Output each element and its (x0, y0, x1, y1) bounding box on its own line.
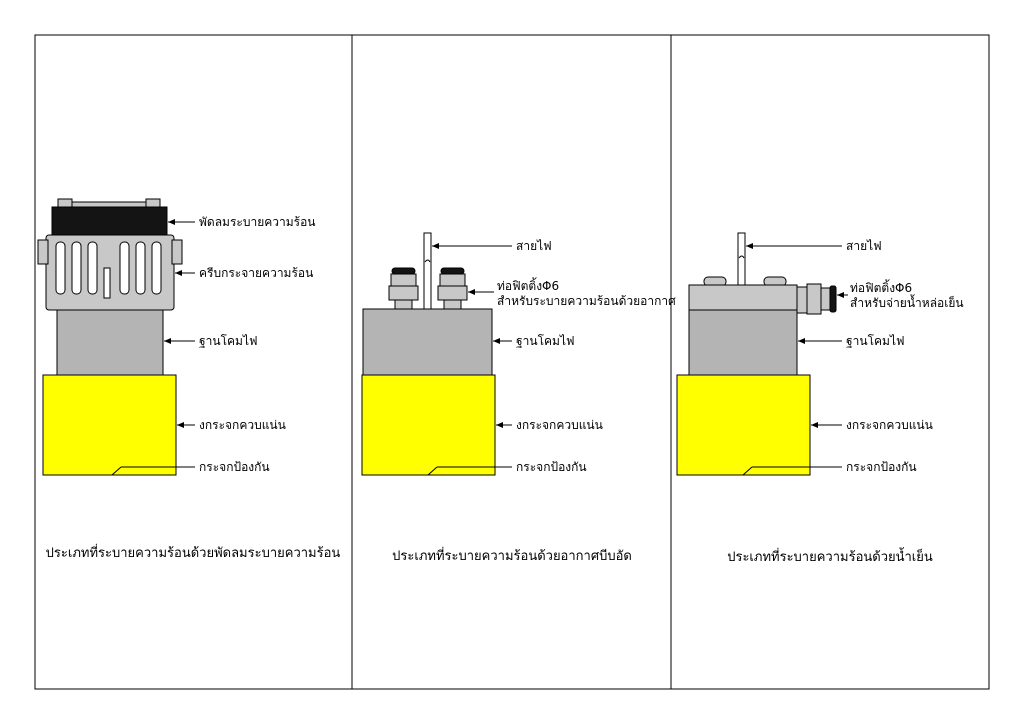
fin-clamp-right (171, 239, 183, 265)
label-cable: สายไฟ (516, 239, 552, 253)
cable-break-mark (738, 255, 745, 259)
caption-water-cooled: ประเภทที่ระบายความร้อนด้วยน้ำเย็น (727, 547, 933, 565)
fitting-ring-right (439, 273, 466, 287)
label-glass: กระจกป้องกัน (516, 460, 587, 474)
power-cable (737, 232, 746, 286)
fitting-thread-left (394, 299, 413, 310)
fin-slot (135, 241, 146, 295)
panel-fan-cooled: พัดลมระบายความร้อน ครีบกระจายความร้อน ฐา… (37, 198, 341, 561)
glass-holder (42, 374, 177, 476)
fin-clamp-left (37, 239, 49, 265)
fitting-cap-left (391, 267, 416, 275)
fin-slot (71, 241, 82, 295)
fin-center-slot (103, 267, 111, 299)
fan-clip-right (145, 198, 161, 208)
glass-holder (361, 374, 496, 476)
fitting-ring-left (390, 273, 417, 287)
glass-pointer-tick (742, 466, 753, 476)
label-glass-holder: งกระจกควบแน่น (846, 418, 933, 432)
label-base: ฐานโคมไฟ (199, 334, 257, 348)
fin-slot (87, 241, 98, 295)
power-cable (423, 232, 432, 314)
lamp-base (688, 309, 798, 376)
lamp-base (56, 309, 164, 376)
fitting-ring-side (820, 287, 831, 311)
water-jacket (688, 284, 798, 311)
label-glass: กระจกป้องกัน (846, 460, 917, 474)
panel-air-cooled: สายไฟ ท่อฟิตติ้งΦ6 สำหรับระบายความร้อนด้… (361, 232, 676, 564)
fan-clip-left (57, 198, 73, 208)
label-fitting-note: สำหรับระบายความร้อนด้วยอากาศ (497, 294, 676, 308)
glass-pointer-tick (111, 466, 122, 476)
label-base: ฐานโคมไฟ (516, 334, 574, 348)
fitting-nut-right (437, 285, 468, 301)
fitting-cap-side (829, 285, 837, 313)
label-fitting: ท่อฟิตติ้งΦ6 (850, 279, 912, 295)
label-fitting-note: สำหรับจ่ายน้ำหล่อเย็น (850, 294, 964, 310)
cable-break-mark (424, 259, 431, 263)
label-glass-holder: งกระจกควบแน่น (199, 418, 286, 432)
label-glass-holder: งกระจกควบแน่น (516, 418, 603, 432)
fitting-thread-side (796, 286, 808, 314)
panel-water-cooled: สายไฟ ท่อฟิตติ้งΦ6 สำหรับจ่ายน้ำหล่อเย็น… (676, 232, 964, 565)
label-glass: กระจกป้องกัน (199, 460, 270, 474)
glass-pointer-tick (427, 466, 438, 476)
label-fitting: ท่อฟิตติ้งΦ6 (497, 277, 559, 293)
outer-frame (34, 34, 990, 690)
label-fan: พัดลมระบายความร้อน (199, 215, 316, 229)
fin-slot (119, 241, 130, 295)
fitting-nut-side (806, 283, 822, 315)
fitting-nut-left (388, 285, 419, 301)
lamp-base (362, 308, 493, 376)
fitting-thread-right (443, 299, 462, 310)
glass-holder (676, 374, 811, 476)
fin-slot (151, 241, 162, 295)
label-cable: สายไฟ (846, 239, 882, 253)
label-fins: ครีบกระจายความร้อน (199, 266, 313, 280)
caption-fan-cooled: ประเภทที่ระบายความร้อนด้วยพัดลมระบายความ… (46, 544, 341, 561)
caption-air-cooled: ประเภทที่ระบายความร้อนด้วยอากาศบีบอัด (392, 547, 632, 564)
fin-slot (55, 241, 66, 295)
label-base: ฐานโคมไฟ (846, 334, 904, 348)
fitting-cap-right (440, 267, 465, 275)
cooling-fan (51, 206, 168, 236)
